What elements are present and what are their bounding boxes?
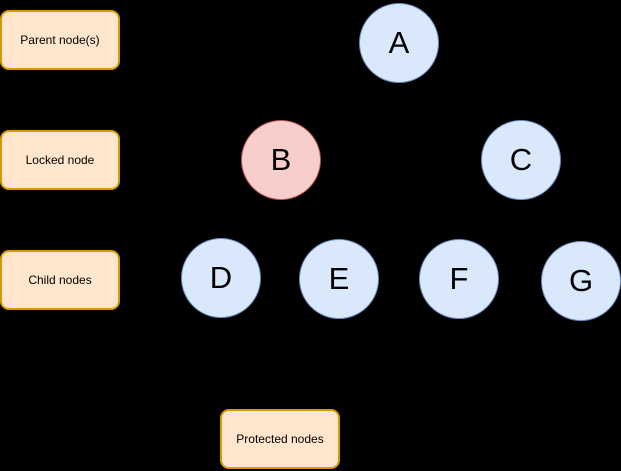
node-g: G — [541, 241, 621, 321]
node-a: A — [359, 3, 439, 83]
legend-protected-nodes-label: Protected nodes — [236, 431, 324, 446]
legend-parent-nodes-label: Parent node(s) — [20, 32, 100, 47]
node-e: E — [299, 239, 379, 319]
node-f: F — [419, 239, 499, 319]
legend-parent-nodes: Parent node(s) — [0, 10, 120, 70]
node-c: C — [481, 120, 561, 200]
node-f-label: F — [449, 261, 469, 296]
node-d: D — [181, 238, 261, 318]
legend-child-nodes-label: Child nodes — [28, 272, 92, 287]
legend-locked-node-label: Locked node — [25, 152, 95, 167]
node-c-label: C — [509, 142, 533, 177]
node-b-locked: B — [241, 120, 321, 200]
node-b-label: B — [270, 142, 292, 177]
node-a-label: A — [388, 25, 410, 60]
node-e-label: E — [328, 261, 350, 296]
legend-locked-node: Locked node — [0, 130, 120, 190]
node-g-label: G — [568, 263, 594, 298]
legend-child-nodes: Child nodes — [0, 250, 120, 310]
node-d-label: D — [209, 260, 233, 295]
legend-protected-nodes: Protected nodes — [220, 409, 340, 469]
